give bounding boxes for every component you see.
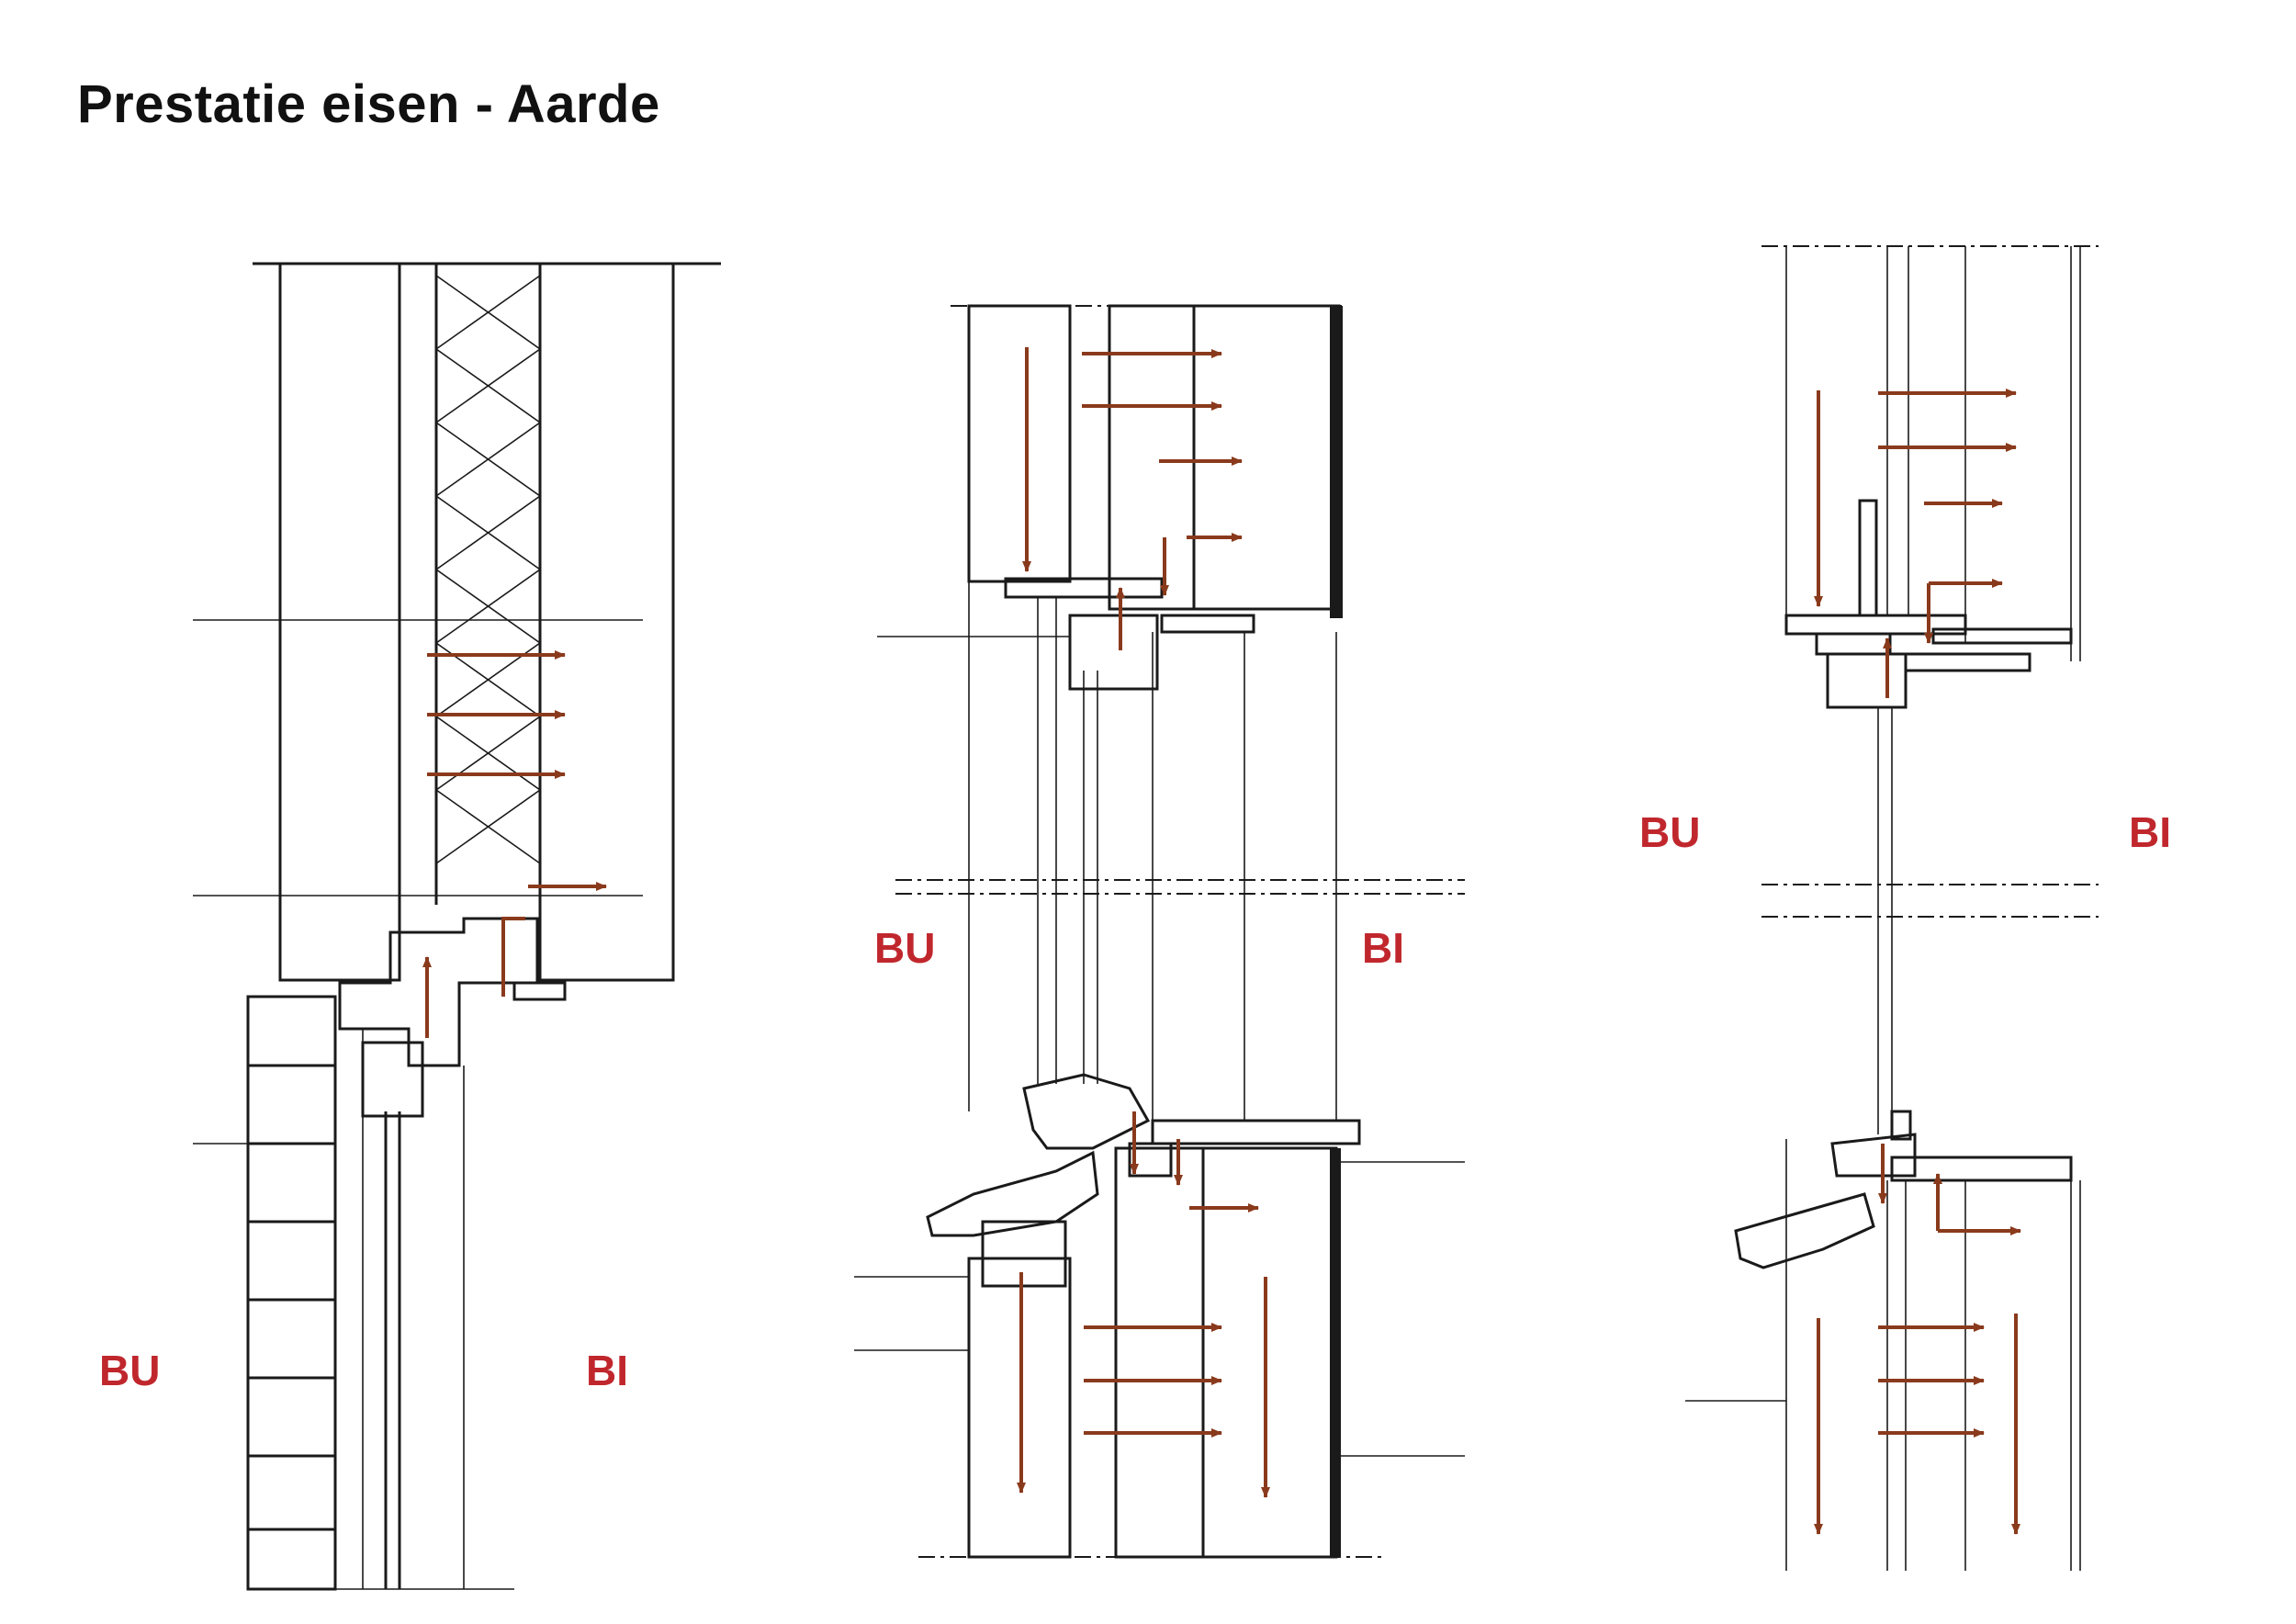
detail-left-inside-label: BI [586,1347,628,1394]
detail-middle-outside-label: BU [874,924,935,972]
page-title: Prestatie eisen - Aarde [77,74,660,134]
detail-right-inside-label: BI [2129,808,2171,856]
detail-left: BU BI [99,262,721,1591]
detail-middle: BU BI [854,304,1465,1559]
detail-right: BU BI [1639,245,2171,1571]
detail-right-outside-label: BU [1639,808,1700,856]
detail-middle-inside-label: BI [1362,924,1404,972]
detail-left-outside-label: BU [99,1347,160,1394]
